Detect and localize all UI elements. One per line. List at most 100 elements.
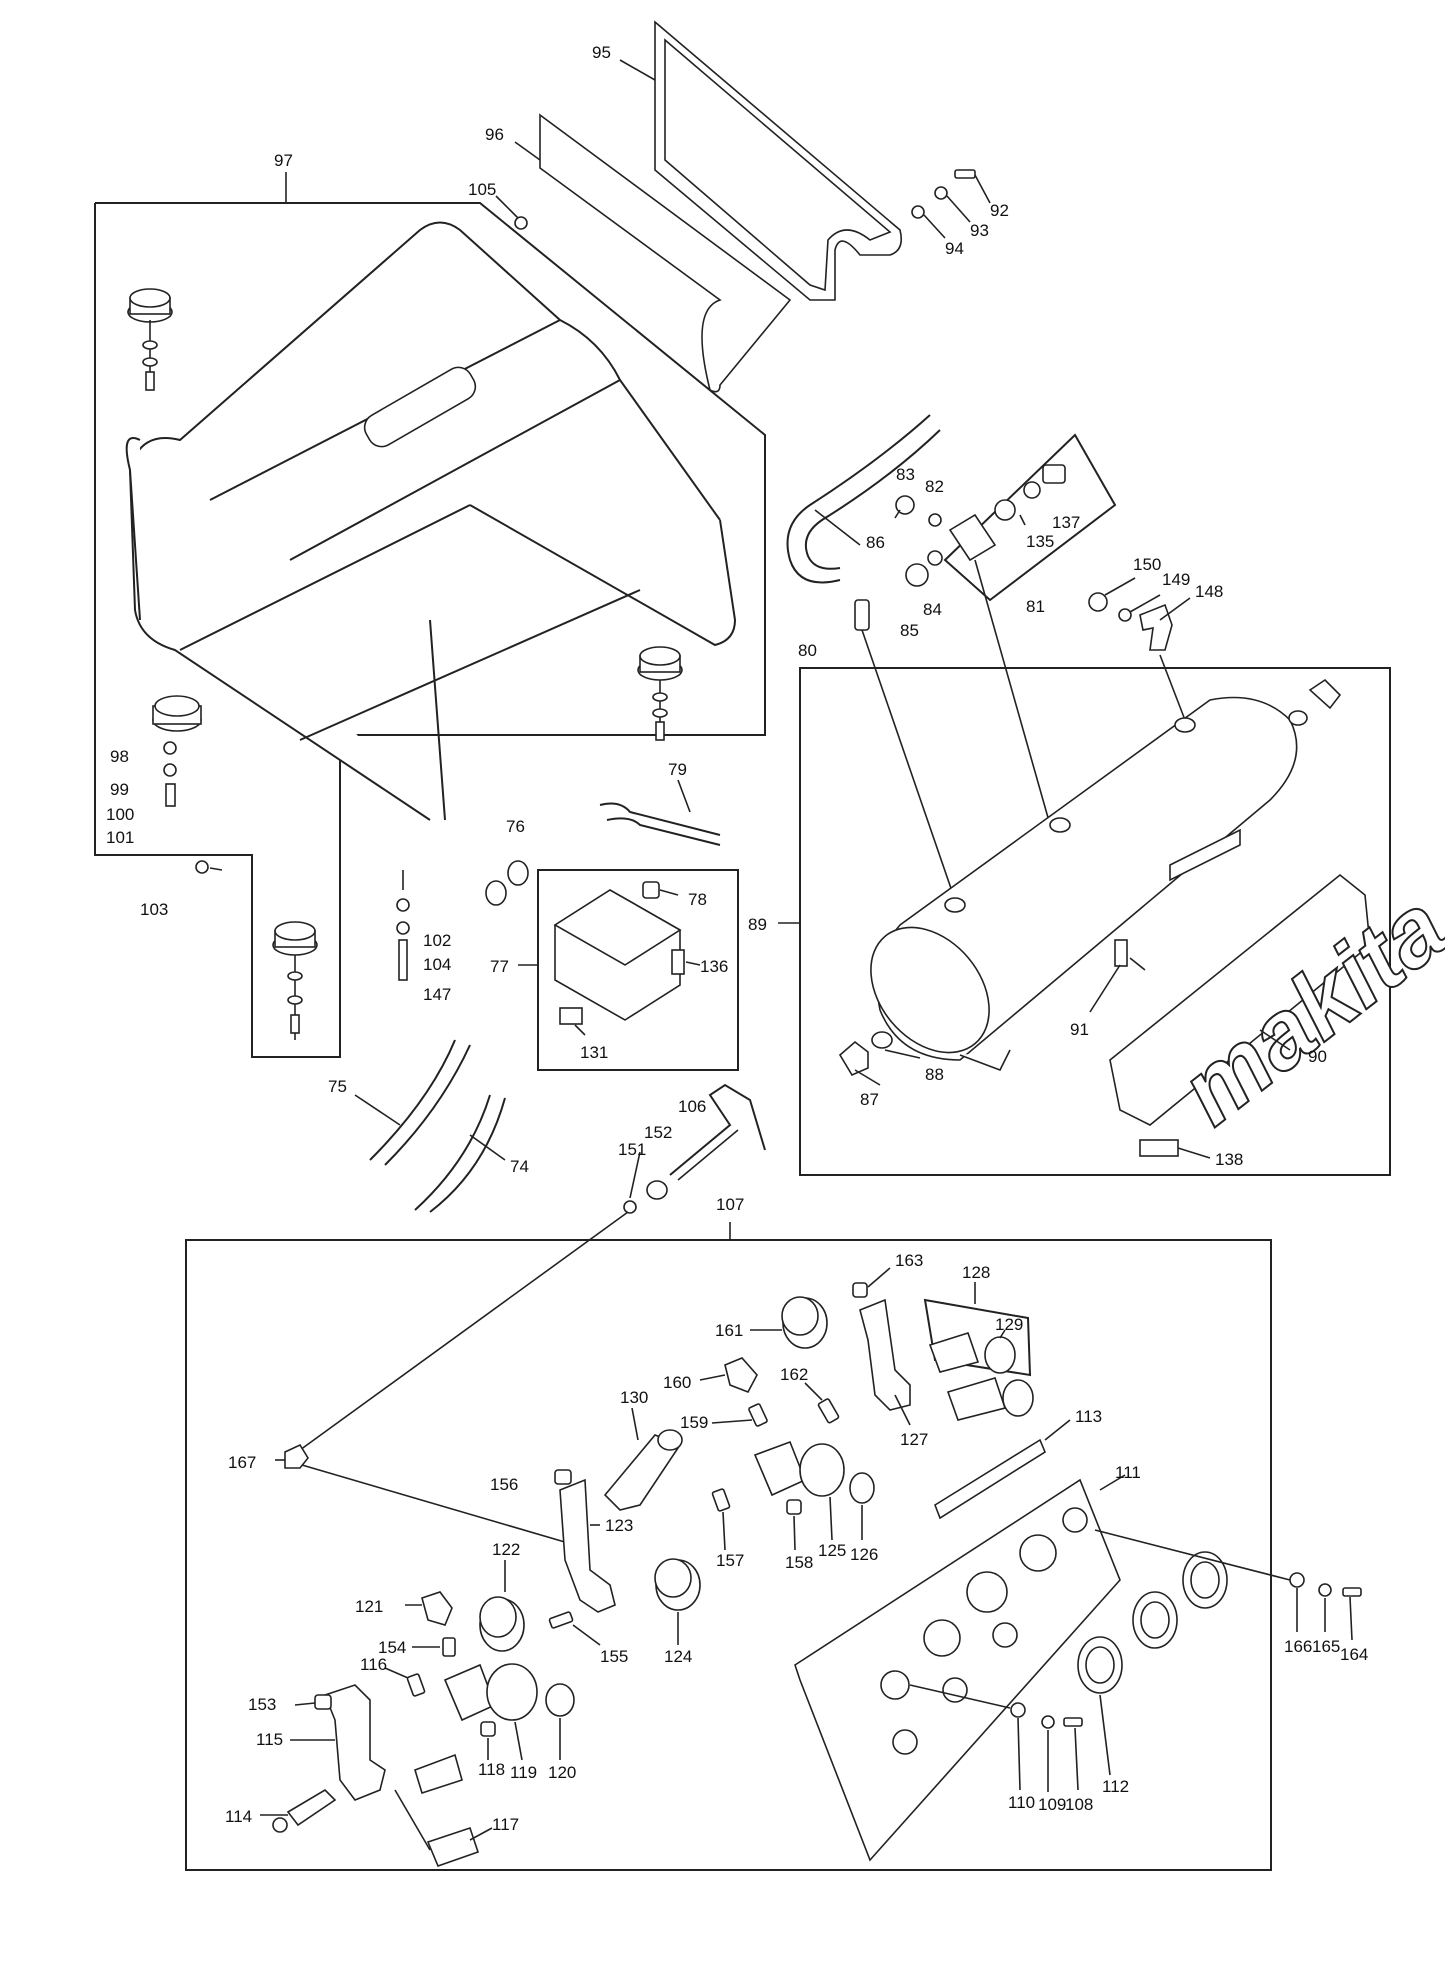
nut-152 <box>646 1180 668 1200</box>
callout-105: 105 <box>468 180 496 199</box>
callout-112: 112 <box>1102 1777 1129 1796</box>
callout-88: 88 <box>925 1065 944 1084</box>
washer-93 <box>934 186 948 200</box>
gauge-bezel-2-inner <box>1140 1601 1170 1639</box>
coupler-127-outlet <box>946 1377 1007 1421</box>
screw-108 <box>1063 1717 1083 1727</box>
callout-164: 164 <box>1340 1645 1368 1664</box>
nipple-159 <box>748 1403 768 1427</box>
frame-left-loop <box>125 437 141 621</box>
frame-front-post <box>429 619 446 821</box>
callout-167: 167 <box>228 1453 256 1472</box>
callout-148: 148 <box>1195 582 1223 601</box>
callout-163: 163 <box>895 1251 923 1270</box>
callout-90: 90 <box>1308 1047 1327 1066</box>
frame-base-rail <box>299 589 641 741</box>
callout-81: 81 <box>1026 597 1045 616</box>
tank-group-outline <box>799 667 1391 1176</box>
nipple-155 <box>548 1611 574 1629</box>
callout-77: 77 <box>490 957 509 976</box>
panel-hole-4 <box>880 1670 910 1700</box>
frame-group-outline <box>94 202 766 1058</box>
nut-166 <box>1289 1572 1305 1588</box>
callout-158: 158 <box>785 1553 813 1572</box>
callout-116: 116 <box>360 1655 387 1674</box>
panel-hole-1 <box>966 1571 1008 1613</box>
frame-top-rail <box>129 221 721 521</box>
valve-130-end <box>657 1429 683 1451</box>
check-valve-assembly-81 <box>943 433 1117 861</box>
bolt-101 <box>165 783 176 807</box>
coupler-114-ring <box>272 1817 288 1833</box>
nut-83 <box>895 495 915 515</box>
callout-150: 150 <box>1133 555 1161 574</box>
callout-93: 93 <box>970 221 989 240</box>
nipple-154 <box>442 1637 456 1657</box>
callout-121: 121 <box>355 1597 383 1616</box>
callout-74: 74 <box>510 1157 529 1176</box>
cord-74-b <box>429 1097 506 1213</box>
nipple-80 <box>854 599 870 631</box>
nut-103 <box>195 860 209 874</box>
callout-117: 117 <box>492 1815 519 1834</box>
callout-97: 97 <box>274 151 293 170</box>
panel-96 <box>539 113 792 393</box>
callout-123: 123 <box>605 1516 633 1535</box>
callout-136: 136 <box>700 957 728 976</box>
elbow-148 <box>1139 603 1173 651</box>
callout-107: 107 <box>716 1195 744 1214</box>
bushing-76b <box>485 880 507 906</box>
cord-75-b <box>384 1044 471 1166</box>
gauge-cap-124-face <box>654 1558 692 1598</box>
callout-126: 126 <box>850 1545 878 1564</box>
oring-137 <box>1023 481 1041 499</box>
nut-94 <box>911 205 925 219</box>
callout-86: 86 <box>866 533 885 552</box>
fitting-121 <box>421 1591 453 1626</box>
callout-110: 110 <box>1008 1793 1035 1812</box>
bushing-76 <box>507 860 529 886</box>
oring-126 <box>849 1472 875 1504</box>
washer-109 <box>1041 1715 1055 1729</box>
gauge-cap-161-face <box>781 1296 819 1336</box>
callout-111: 111 <box>1115 1463 1141 1482</box>
coupler-114 <box>286 1788 337 1827</box>
coupler-117 <box>426 1826 480 1868</box>
callout-78: 78 <box>688 890 707 909</box>
tank-port-top <box>1174 717 1196 733</box>
check-valve-body-135 <box>994 499 1016 521</box>
callout-138: 138 <box>1215 1150 1243 1169</box>
callout-109: 109 <box>1038 1795 1066 1814</box>
pressure-switch-outline <box>537 869 739 1071</box>
plug-top-right <box>1308 678 1342 710</box>
callout-91: 91 <box>1070 1020 1089 1039</box>
frame-cross-bar-2 <box>289 379 621 561</box>
panel-hole-3 <box>923 1619 961 1657</box>
label-138 <box>1139 1139 1179 1157</box>
callout-128: 128 <box>962 1263 990 1282</box>
callout-92: 92 <box>990 201 1009 220</box>
plug-137 <box>1042 464 1066 484</box>
bolt-147 <box>398 939 408 981</box>
washer-top-right <box>1288 710 1308 726</box>
tube-79 <box>599 802 721 836</box>
tank-port-middle <box>1049 817 1071 833</box>
plug-87 <box>838 1040 869 1077</box>
callout-labels: 95 96 97 105 92 93 94 83 82 137 135 86 8… <box>106 43 1368 1834</box>
regulator-group-outline <box>185 1239 1272 1871</box>
ring-151 <box>623 1200 637 1214</box>
manifold-127 <box>859 1298 911 1411</box>
pressure-switch-assembly <box>485 779 739 1071</box>
callout-80: 80 <box>798 641 817 660</box>
regulator-assembly <box>185 1211 1362 1871</box>
panel-hole-2 <box>1019 1534 1057 1572</box>
hose-86-inner <box>804 429 941 570</box>
washer-88 <box>871 1031 893 1049</box>
panel-hole-8 <box>942 1677 968 1703</box>
callout-160: 160 <box>663 1373 691 1392</box>
sleeve-127-outlet <box>1002 1379 1034 1417</box>
callout-165: 165 <box>1312 1637 1340 1656</box>
callout-106: 106 <box>678 1097 706 1116</box>
callout-82: 82 <box>925 477 944 496</box>
